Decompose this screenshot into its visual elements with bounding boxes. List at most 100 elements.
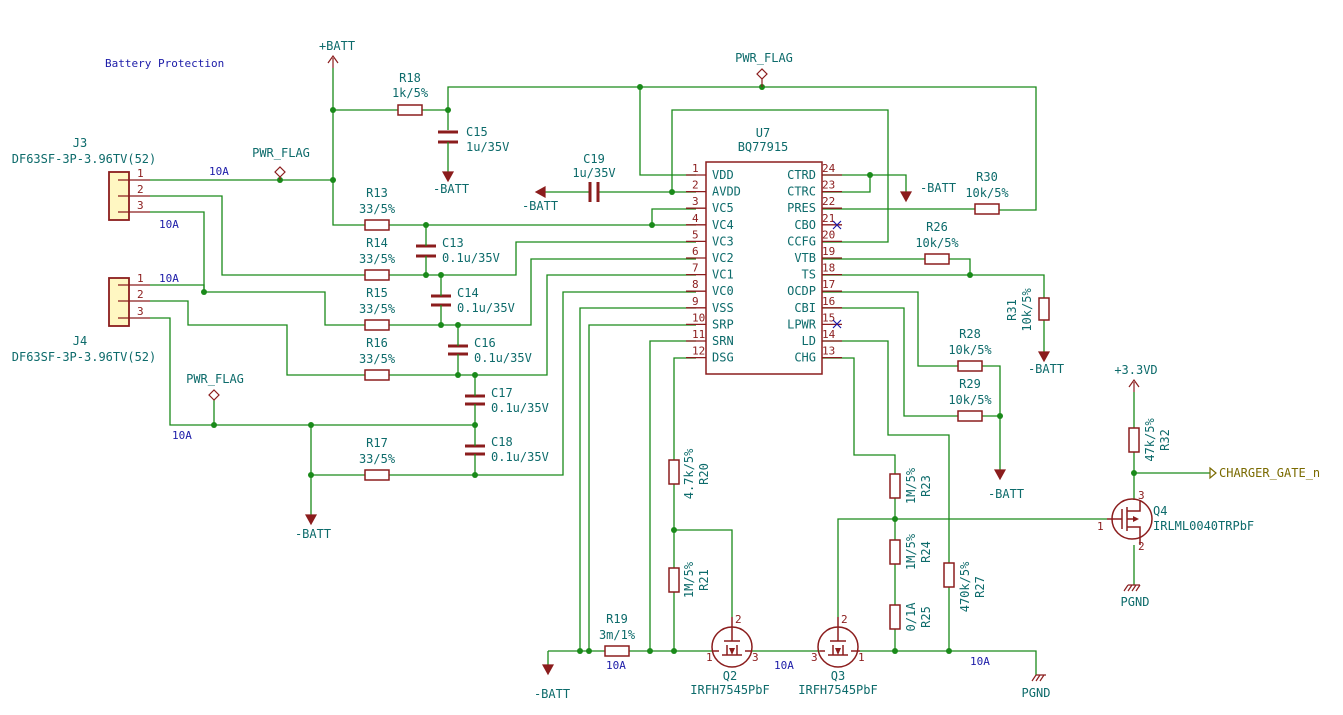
r28-body [957,360,983,372]
ic-left-pin-num: 5 [692,228,699,241]
ic-left-pin-num: 10 [692,311,705,324]
r30-body [974,203,1000,215]
c14-ref: C14 [457,286,479,300]
c19-value: 1u/35V [572,166,615,180]
q4-ref: Q4 [1153,504,1167,518]
ic-right-pin-name: CBI [794,301,816,315]
r17-body [364,469,390,481]
wires [150,68,1210,675]
j3-pin-3: 3 [137,199,144,212]
junctions [201,84,1137,654]
ic-left-pin-name: VC0 [712,284,734,298]
q3-pin-2: 2 [841,613,848,626]
j4-ref: J4 [73,334,87,348]
label-10a-5: 10A [606,659,626,672]
r27-ref: R27 [973,576,987,598]
ic-left-pin-name: VC5 [712,201,734,215]
v33-label: +3.3VD [1114,363,1157,377]
r13-body [364,219,390,231]
neg-batt-label-5: -BATT [988,487,1024,501]
pgnd-label-2: PGND [1121,595,1150,609]
ic-left-pin-num: 9 [692,295,699,308]
j4-pin-3: 3 [137,305,144,318]
ic-right-pin-name: LPWR [787,317,817,331]
ic-left-pin-name: DSG [712,351,734,365]
q4-pin-2: 2 [1138,540,1145,553]
r17-value: 33/5% [359,452,396,466]
r29-ref: R29 [959,377,981,391]
ic-right-pin-name: CCFG [787,234,816,248]
ic-left-pin-num: 4 [692,212,699,225]
ic-right-pin-num: 24 [822,162,836,175]
charger-gate-label: CHARGER_GATE_n [1209,466,1320,480]
ic-right-pin-name: OCDP [787,284,816,298]
r31-ref: R31 [1005,299,1019,321]
ic-right-pin-num: 22 [822,195,835,208]
r29-body [957,410,983,422]
r17-ref: R17 [366,436,388,450]
neg-batt-label-7: -BATT [534,687,570,701]
ic-right-pin-num: 21 [822,212,835,225]
sheet-title: Battery Protection [105,57,224,70]
power-symbols: +BATT +3.3VD -BATT -BATT -BATT -BATT -BA… [186,39,1158,701]
r23-ref: R23 [919,475,933,497]
q2-ref: Q2 [723,669,737,683]
c18-ref: C18 [491,435,513,449]
current-labels: 10A 10A 10A 10A 10A 10A 10A [159,165,990,672]
label-10a-7: 10A [970,655,990,668]
pwr-flag-label-1: PWR_FLAG [735,51,793,65]
neg-batt-label-3: -BATT [920,181,956,195]
r25-value: 0/1A [904,602,918,632]
r19-value: 3m/1% [599,628,636,642]
batt-pos-label: +BATT [319,39,355,53]
q2-value: IRFH7545PbF [690,683,769,697]
j3-pin-1: 1 [137,167,144,180]
ic-ref: U7 [756,126,770,140]
r27-body [943,562,955,588]
r20-value: 4.7k/5% [682,448,696,499]
r31-value: 10k/5% [1020,288,1034,332]
ic-right-pin-name: CBO [794,218,816,232]
c17-ref: C17 [491,386,513,400]
c16-value: 0.1u/35V [474,351,532,365]
r20-body [668,459,680,485]
c14-value: 0.1u/35V [457,301,515,315]
j4-pin-1: 1 [137,272,144,285]
capacitors: C15 1u/35V C19 1u/35V C13 0.1u/35V C14 0… [416,125,616,464]
pwr-flag-label-3: PWR_FLAG [186,372,244,386]
ic-right-pin-num: 18 [822,262,835,275]
label-10a-6: 10A [774,659,794,672]
ic-left-pin-num: 3 [692,195,699,208]
ic-left-pin-name: VC4 [712,218,734,232]
ic-right-pin-num: 20 [822,228,835,241]
q2-pin-2: 2 [735,613,742,626]
label-10a-4: 10A [172,429,192,442]
q2-pin-3: 3 [752,651,759,664]
r21-value: 1M/5% [682,561,696,598]
r28-ref: R28 [959,327,981,341]
r19-ref: R19 [606,612,628,626]
ic-right-pin-num: 14 [822,328,836,341]
ic-right-pin-name: CTRC [787,185,816,199]
pwr-flag-label-2: PWR_FLAG [252,146,310,160]
r18-body [397,104,423,116]
r25-ref: R25 [919,606,933,628]
ic-left-pin-num: 6 [692,245,699,258]
r30-ref: R30 [976,170,998,184]
r25-body [889,604,901,630]
r16-body [364,369,390,381]
mosfet-q2: 1 2 3 Q2 IRFH7545PbF [690,613,769,697]
q4-value: IRLML0040TRPbF [1153,519,1254,533]
c17-value: 0.1u/35V [491,401,549,415]
ic-right-pin-num: 17 [822,278,835,291]
r18-ref: R18 [399,71,421,85]
ic-left-pin-num: 7 [692,262,699,275]
r21-body [668,567,680,593]
r30-value: 10k/5% [965,186,1009,200]
r14-ref: R14 [366,236,388,250]
ic-left-pin-name: VDD [712,168,734,182]
connector-j4: 1 2 3 J4 DF63SF-3P-3.96TV(52) [12,272,157,364]
r20-ref: R20 [697,463,711,485]
ic-left-pin-num: 11 [692,328,705,341]
r31-body [1038,297,1050,321]
